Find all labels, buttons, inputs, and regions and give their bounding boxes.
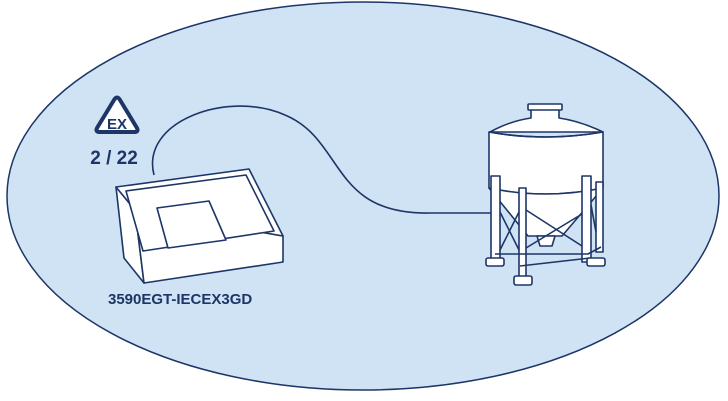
atex-zone-label: 2 / 22 xyxy=(90,148,138,169)
weighing-terminal-icon xyxy=(116,169,283,283)
atex-ex-label: EX xyxy=(107,116,127,133)
terminal-model-label: 3590EGT-IECEX3GD xyxy=(108,291,252,308)
